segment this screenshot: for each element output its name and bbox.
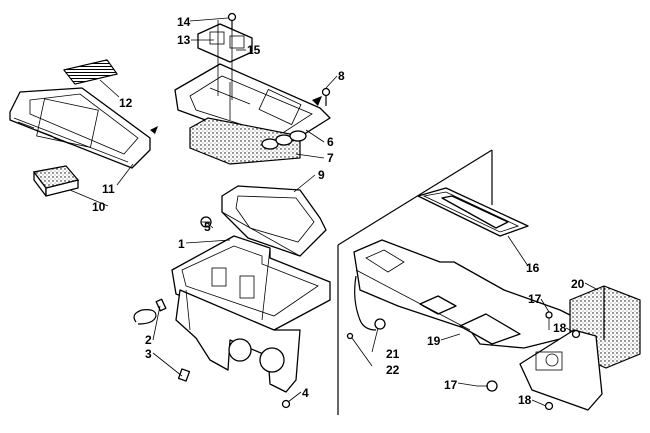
part-12-decal <box>63 59 118 85</box>
part-19-intake-duct <box>353 239 581 349</box>
part-17-lower-screw <box>477 380 498 392</box>
section-divider-top <box>337 149 493 246</box>
callout-4: 4 <box>302 386 309 400</box>
part-8-screw <box>321 87 331 106</box>
callout-7: 7 <box>327 151 334 165</box>
callout-12: 12 <box>119 96 133 110</box>
part-4-fastener <box>281 399 291 409</box>
callout-19: 19 <box>427 334 441 348</box>
callout-13: 13 <box>177 33 191 47</box>
part-9-airbox-lid <box>221 185 327 257</box>
callout-22: 22 <box>386 363 400 377</box>
leader-lines <box>69 17 599 407</box>
callout-3: 3 <box>145 347 152 361</box>
callout-14: 14 <box>177 15 191 29</box>
part-3-fitting <box>177 368 191 382</box>
part-16-gasket <box>417 187 529 237</box>
callout-17-lower: 17 <box>444 378 458 392</box>
part-6-mounting-plate <box>174 63 331 149</box>
callout-15: 15 <box>247 43 261 57</box>
part-10-foam-filter <box>32 165 80 197</box>
callout-1: 1 <box>178 237 185 251</box>
part-13-15-switch-bracket <box>197 20 253 100</box>
part-1-airbox-housing <box>171 235 331 393</box>
callout-6: 6 <box>327 135 334 149</box>
callout-21: 21 <box>386 347 400 361</box>
part-14-screw <box>227 12 237 30</box>
callout-2: 2 <box>145 333 152 347</box>
callout-18-lower: 18 <box>518 393 532 407</box>
part-18-upper-nut <box>571 329 581 339</box>
part-7-foam-gasket <box>189 117 307 165</box>
callout-9: 9 <box>318 168 325 182</box>
callout-18-upper: 18 <box>553 321 567 335</box>
part-end-bracket <box>519 329 603 411</box>
callout-8: 8 <box>338 69 345 83</box>
callout-10: 10 <box>92 200 106 214</box>
part-2-hose-clip <box>133 298 167 325</box>
part-11-cover <box>9 87 158 169</box>
callout-17-upper: 17 <box>528 292 542 306</box>
callout-20: 20 <box>571 277 585 291</box>
callout-labels: 12 11 10 14 13 15 8 6 7 9 5 1 2 3 4 16 2… <box>92 15 585 407</box>
part-21-22-vent-hose <box>346 275 386 340</box>
callout-5: 5 <box>204 220 211 234</box>
callout-16: 16 <box>526 261 540 275</box>
part-18-lower-nut <box>544 401 554 411</box>
callout-11: 11 <box>102 182 115 196</box>
